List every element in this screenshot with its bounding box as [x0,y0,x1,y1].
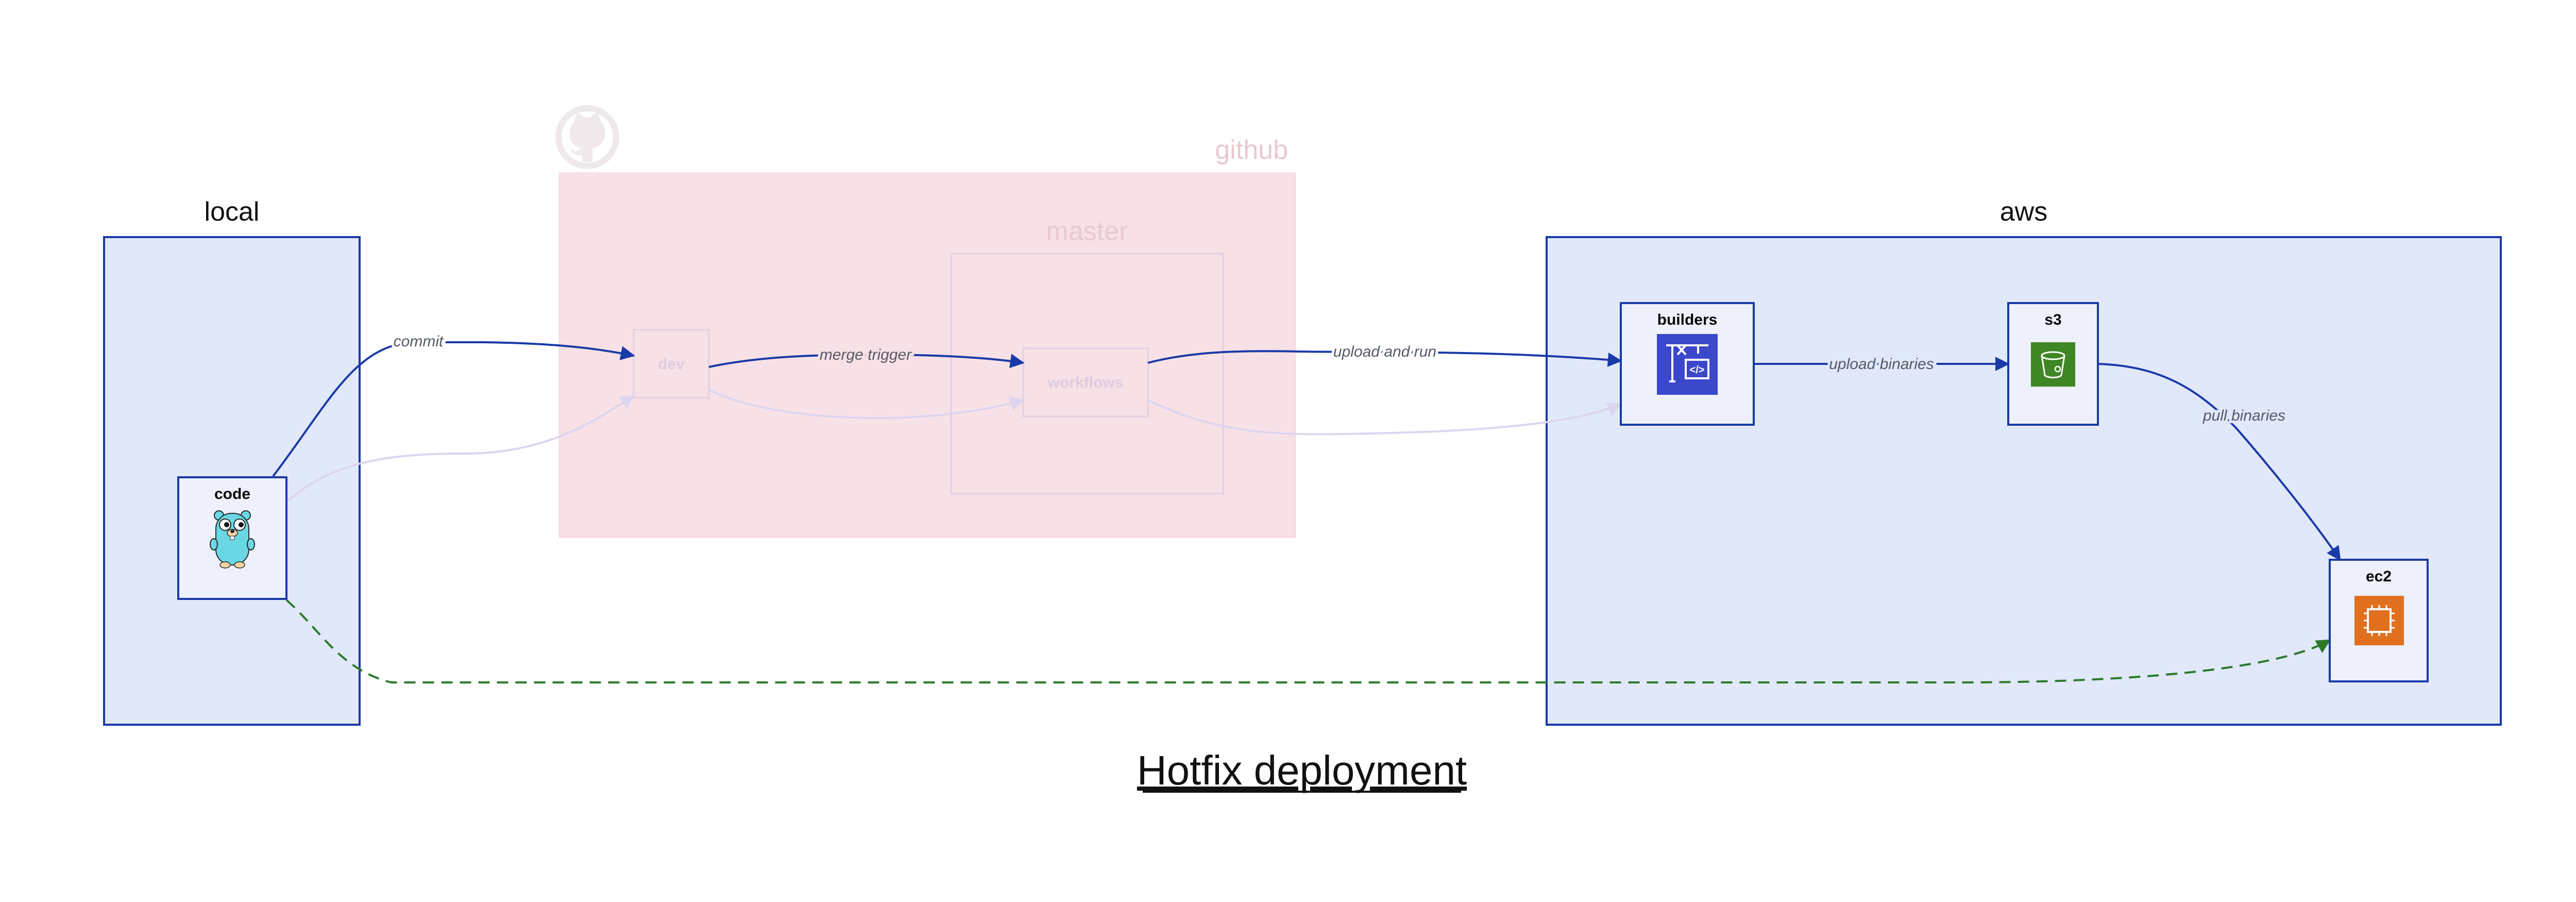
builders-node-label: builders [1657,311,1718,328]
edge-upload-and-run [1147,350,1622,367]
edge-code-to-dev-faded [285,395,635,503]
diagram-title: Hotfix deployment [1137,747,1467,793]
edge-commit [272,341,635,477]
code-node-label: code [214,486,250,503]
edge-merge-trigger-label: merge trigger [820,346,912,363]
master-group-label: master [1046,216,1128,246]
workflows-node-label: workflows [1047,374,1124,391]
svg-text:</>: </> [1690,364,1705,376]
s3-node-label: s3 [2044,311,2061,328]
edge-merge-trigger [708,353,1025,369]
gopher-icon [210,510,255,569]
s3-bucket-icon [2031,342,2075,387]
edge-upload-binaries-label: upload binaries [1829,356,1934,373]
edge-workflows-to-builders-faded [1147,399,1622,436]
edge-dev-to-workflows-faded [708,389,1025,419]
edge-upload-and-run-label: upload and run [1333,343,1436,360]
edge-pull-binaries-label: pull binaries [2202,407,2285,424]
master-group [950,253,1224,495]
dev-node [633,329,710,399]
ec2-chip-icon [2354,596,2404,645]
edge-commit-label: commit [394,333,444,350]
codebuild-icon: </> [1657,334,1718,395]
local-group-label: local [205,197,260,227]
ec2-node-label: ec2 [2366,568,2392,585]
workflows-node [1022,347,1149,417]
github-icon [555,105,619,169]
edge-pull-binaries [2097,363,2341,561]
dev-node-label: dev [658,356,685,373]
github-group-label: github [1215,135,1288,165]
edge-hotfix-code-to-ec2 [285,599,2331,683]
aws-group-label: aws [2000,197,2047,227]
